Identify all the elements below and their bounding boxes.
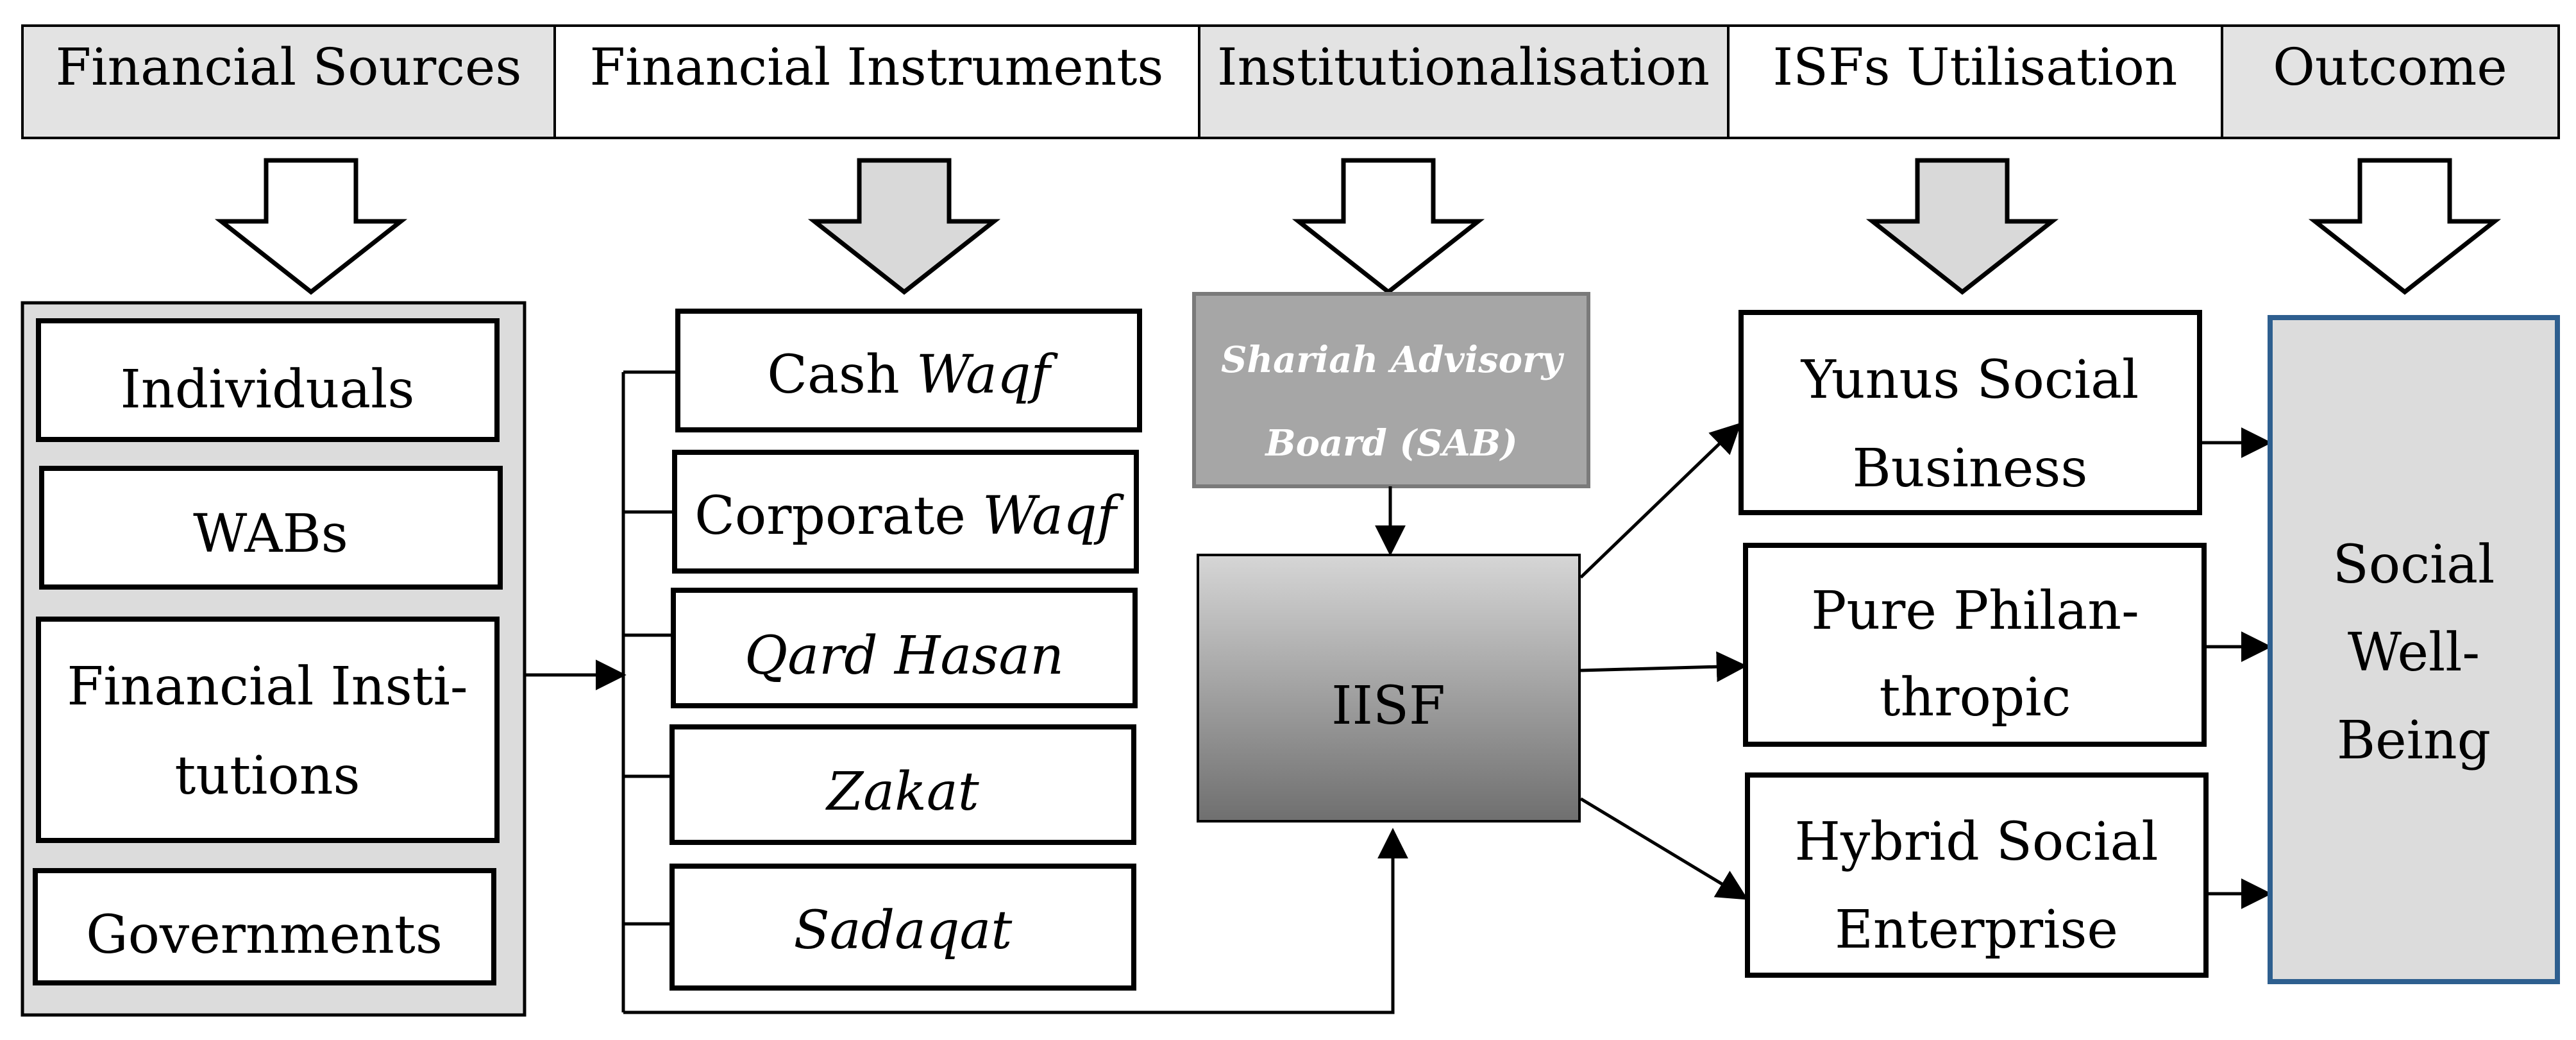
header-outcome <box>2221 24 2560 139</box>
instrument-zakat: Zakat <box>825 762 979 823</box>
pure-philanthropic-box <box>1743 543 2207 747</box>
instrument-zakat-box <box>669 724 1136 845</box>
pure-line1: Pure Philan- <box>1811 581 2139 642</box>
source-individuals-box <box>36 318 500 442</box>
outcome-line3: Being <box>2337 710 2491 771</box>
instrument-cash-waqf: Cash Waqf <box>767 345 1058 405</box>
source-wabs: WABs <box>193 504 348 565</box>
utilisation-list: Yunus Social Business Pure Philan- throp… <box>1738 310 2209 978</box>
sab-line1: Shariah Advisory <box>1221 339 1565 381</box>
header-label-financial-instruments: Financial Instruments <box>590 37 1164 97</box>
instrument-sadaqat-box <box>669 864 1136 991</box>
arrow-iisf-to-hybrid <box>1579 797 1749 900</box>
header-financial-sources <box>21 24 556 139</box>
down-arrow-instruments <box>807 158 1001 295</box>
sab-line2: Board (SAB) <box>1264 422 1517 465</box>
outcome-column: Social Well- Being <box>2268 315 2560 984</box>
source-financial-institutions-line2: tutions <box>174 746 360 806</box>
header-isfs-utilisation <box>1727 24 2223 139</box>
source-governments: Governments <box>86 905 442 966</box>
yunus-line1: Yunus Social <box>1801 350 2139 411</box>
header-institutionalisation <box>1198 24 1730 139</box>
hybrid-line2: Enterprise <box>1835 899 2118 960</box>
line-instruments-to-iisf <box>623 828 1408 1014</box>
instrument-corporate-waqf-box <box>672 450 1139 574</box>
sab-box <box>1192 292 1590 488</box>
yunus-social-business-box <box>1738 310 2202 515</box>
source-financial-institutions-line1: Financial Insti- <box>67 656 467 717</box>
down-arrow-institution <box>1292 158 1485 295</box>
institution-column: Shariah Advisory Board (SAB) IISF <box>1192 292 1590 823</box>
down-arrow-outcome <box>2308 158 2502 295</box>
instrument-sadaqat: Sadaqat <box>794 900 1013 961</box>
outcome-line2: Well- <box>2348 622 2480 683</box>
iisf-box <box>1197 554 1581 823</box>
instrument-qard-hasan-box <box>671 588 1138 708</box>
outcome-arrows <box>2201 427 2272 909</box>
header-label-outcome: Outcome <box>2273 37 2507 97</box>
header-bar: Financial Sources Financial Instruments … <box>21 24 2560 139</box>
header-label-isfs-utilisation: ISFs Utilisation <box>1773 37 2178 97</box>
source-individuals: Individuals <box>121 359 415 420</box>
arrow-iisf-to-pure <box>1580 651 1747 683</box>
social-well-being-box <box>2268 315 2560 984</box>
down-arrow-utilisation <box>1865 158 2059 295</box>
yunus-line2: Business <box>1853 438 2088 499</box>
outcome-line1: Social <box>2333 534 2495 595</box>
instrument-qard-hasan: Qard Hasan <box>745 626 1064 686</box>
instrument-corporate-waqf: Corporate Waqf <box>695 486 1124 547</box>
instrument-cash-waqf-box <box>675 309 1142 432</box>
hybrid-line1: Hybrid Social <box>1794 812 2158 873</box>
source-financial-institutions-box <box>36 617 500 843</box>
instruments-list: Cash Waqf Corporate Waqf Qard Hasan Zaka… <box>669 309 1142 991</box>
hybrid-social-enterprise-box <box>1745 772 2209 978</box>
down-arrows <box>214 158 2502 295</box>
arrow-iisf-to-yunus <box>1579 422 1742 579</box>
pure-line2: thropic <box>1880 667 2071 728</box>
header-label-institutionalisation: Institutionalisation <box>1217 37 1710 97</box>
instruments-bracket <box>621 370 1408 1014</box>
iisf-label: IISF <box>1331 676 1445 737</box>
source-wabs-box <box>39 466 503 590</box>
header-label-financial-sources: Financial Sources <box>56 37 522 97</box>
source-governments-box <box>33 868 496 985</box>
iisf-output-arrows <box>1579 422 1749 900</box>
sources-panel: Individuals WABs Financial Insti- tution… <box>21 301 526 1017</box>
down-arrow-sources <box>214 158 408 295</box>
header-financial-instruments <box>553 24 1200 139</box>
